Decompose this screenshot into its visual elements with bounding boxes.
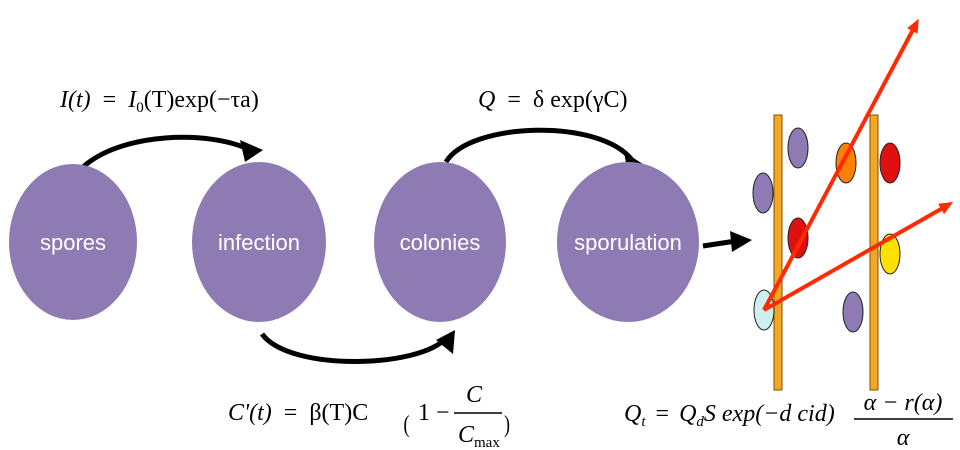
- lesion: [787, 217, 809, 259]
- paren-right: ): [504, 411, 510, 438]
- node-label-sporulation: sporulation: [574, 230, 682, 255]
- plant-stem-left: [773, 114, 783, 391]
- lesion: [879, 142, 901, 184]
- node-sporulation: sporulation: [557, 162, 699, 322]
- equation-dispersal: Qt = QdS exp(−d cid) α − r(α) α: [624, 390, 953, 450]
- node-colonies: colonies: [374, 162, 506, 322]
- equation-sporulation: Q = δ exp(γC): [478, 87, 627, 113]
- paren-left: (: [404, 411, 410, 438]
- plant-stem-right: [869, 114, 879, 391]
- fraction-numerator: C: [466, 382, 483, 408]
- arrowhead-infection: [240, 140, 263, 162]
- one-minus: 1 −: [418, 400, 450, 426]
- cycle-arrow-colonies-to-sporulation: [443, 127, 634, 164]
- equation-infection: I(t) = I0(T)exp(−τa): [59, 87, 259, 116]
- lesion: [787, 127, 809, 169]
- dispersal-numerator: α − r(α): [864, 390, 943, 416]
- cycle-arrow-spores-to-infection: [80, 134, 252, 170]
- dispersal-arrow: [702, 238, 737, 249]
- fraction-denominator: Cmax: [458, 422, 500, 450]
- dispersal-denominator: α: [897, 425, 910, 450]
- lesion: [752, 172, 774, 214]
- dispersal-arrowhead: [730, 231, 752, 252]
- node-spores: spores: [9, 164, 137, 320]
- lesion: [835, 142, 857, 184]
- node-infection: infection: [192, 162, 326, 322]
- svg-text:Qt = QdS exp(−d ci: Qt = QdS exp(−d cid): [624, 401, 835, 432]
- canopy-panel: [752, 18, 954, 391]
- equation-colonies: C'(t) = β(T)C ( 1 − C Cmax ): [228, 382, 510, 450]
- arrowhead-colonies: [436, 330, 455, 354]
- node-label-infection: infection: [218, 230, 300, 255]
- spore-trajectory-upper: [762, 18, 919, 311]
- node-label-spores: spores: [40, 230, 106, 255]
- cycle-arrow-infection-to-colonies: [259, 332, 448, 364]
- svg-text:C'(t) = β(T)C: C'(t) = β(T)C: [228, 400, 368, 426]
- node-label-colonies: colonies: [400, 230, 481, 255]
- spore-trajectory-lower: [763, 202, 954, 312]
- lesion: [879, 233, 901, 275]
- lesion: [842, 291, 864, 333]
